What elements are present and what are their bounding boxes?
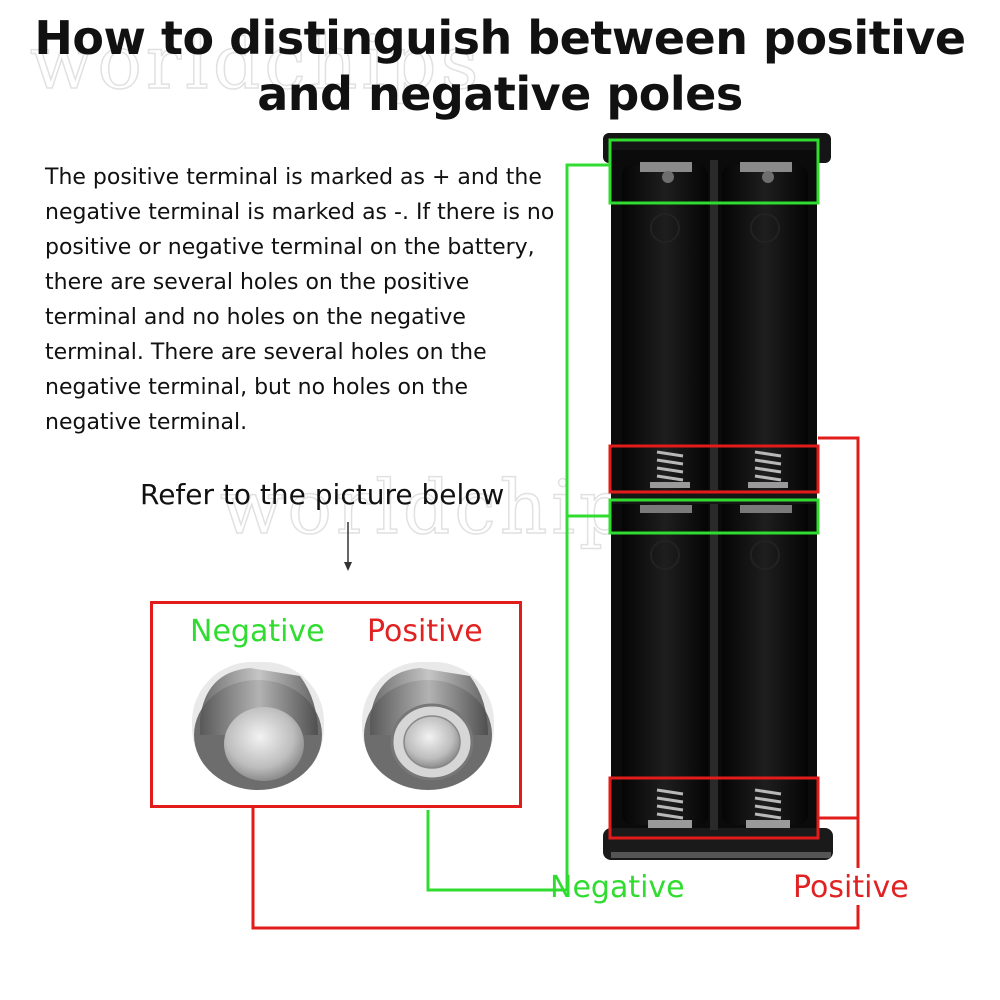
inset-positive-label: Positive bbox=[367, 614, 483, 649]
page-title: How to distinguish between positive and … bbox=[0, 10, 1000, 122]
positive-connector-lines bbox=[251, 436, 860, 930]
callout-negative-label: Negative bbox=[550, 870, 685, 905]
callout-positive-label: Positive bbox=[793, 870, 909, 905]
battery-ends-inset bbox=[150, 601, 522, 808]
inset-negative-label: Negative bbox=[190, 614, 325, 649]
positive-highlight-bottom bbox=[608, 776, 820, 840]
negative-connector-lines bbox=[426, 163, 610, 892]
positive-battery-end bbox=[362, 662, 494, 790]
description-text: The positive terminal is marked as + and… bbox=[45, 165, 555, 435]
down-arrow-icon bbox=[344, 522, 352, 571]
refer-text: Refer to the picture below bbox=[140, 478, 505, 511]
positive-highlight-middle bbox=[608, 444, 820, 494]
title-line-2: and negative poles bbox=[257, 67, 743, 121]
negative-battery-end bbox=[192, 662, 324, 790]
negative-highlight-top bbox=[608, 138, 820, 205]
title-line-1: How to distinguish between positive bbox=[34, 11, 966, 65]
battery-holder bbox=[603, 133, 833, 860]
